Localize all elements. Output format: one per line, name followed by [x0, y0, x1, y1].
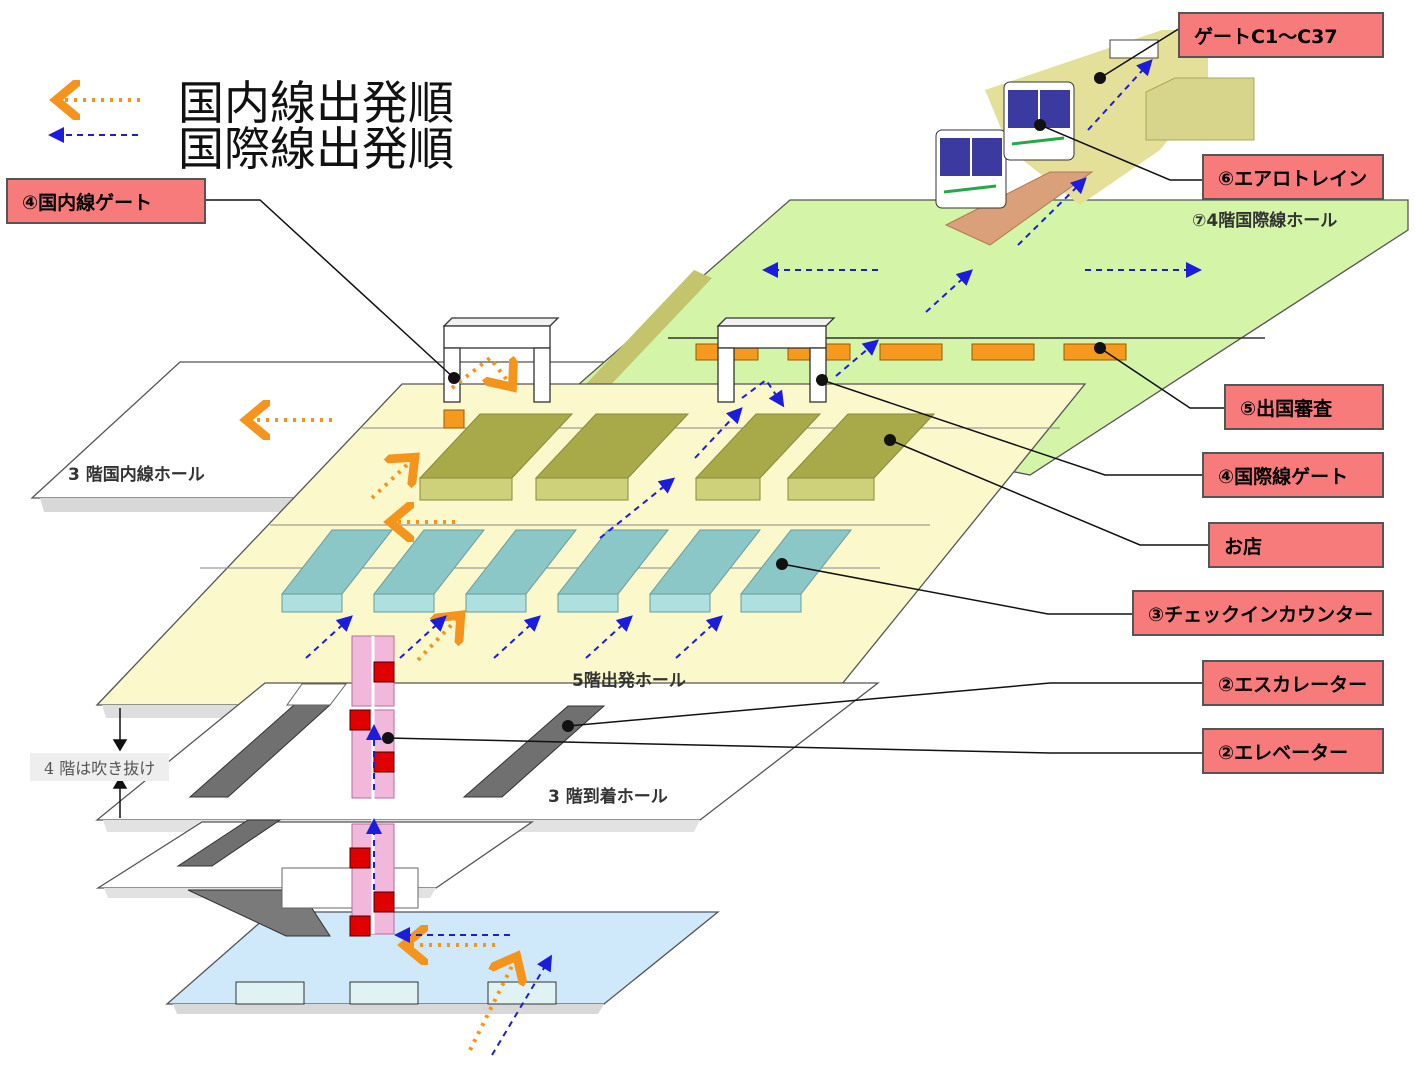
label-arrival-hall-3f: 3 階到着ホール	[548, 787, 668, 807]
label-domestic-hall-3f: 3 階国内線ホール	[68, 465, 205, 485]
domestic-route	[250, 355, 515, 1051]
train-track	[944, 171, 1094, 246]
elevator-car	[373, 661, 395, 683]
elevator-car	[373, 751, 395, 773]
label-atrium-4f: 4 階は吹き抜け	[30, 753, 170, 781]
callout-shop: お店	[1208, 522, 1384, 568]
international-gate	[716, 317, 836, 403]
elevator-car	[349, 709, 371, 731]
callout-elevator: ②エレベーター	[1202, 728, 1384, 774]
elevator-car	[349, 915, 371, 937]
platform-box-1	[235, 981, 305, 1005]
elevator-car	[373, 891, 395, 913]
domestic-gate	[442, 317, 560, 403]
label-departure-hall-5f: 5階出発ホール	[572, 671, 686, 691]
leader-dots	[382, 72, 1106, 744]
legend-international-label: 国際線出発順	[178, 122, 454, 176]
callout-gate-c: ゲートC1～C37	[1178, 12, 1384, 58]
atrium-dimension	[112, 708, 128, 818]
checkin-counters	[280, 529, 853, 613]
train-area-block	[1145, 77, 1255, 141]
callout-immigration: ⑤出国審査	[1224, 384, 1384, 430]
legend-domestic-label: 国内線出発順	[178, 76, 454, 130]
floor-1f-shadow	[173, 1004, 604, 1014]
aero-train-car-1	[935, 129, 1007, 209]
callout-aero-train: ⑥エアロトレイン	[1202, 154, 1384, 200]
wall-band	[585, 270, 712, 392]
callout-checkin: ③チェックインカウンター	[1132, 590, 1384, 636]
escalator-1-top	[286, 683, 348, 706]
international-route	[305, 59, 1202, 1056]
gate-c-box	[1109, 39, 1159, 59]
label-intl-hall-4f: ⑦4階国際線ホール	[1192, 211, 1338, 231]
elevator-car	[349, 847, 371, 869]
callout-domestic-gate: ④国内線ゲート	[6, 178, 206, 224]
callout-intl-gate: ④国際線ゲート	[1202, 452, 1384, 498]
shop-blocks	[418, 413, 936, 501]
callout-escalator: ②エスカレーター	[1202, 660, 1384, 706]
escalator-4-top	[281, 867, 419, 909]
escalator-3	[176, 819, 282, 867]
leader-lines	[206, 27, 1224, 754]
platform-box-2	[349, 981, 419, 1005]
